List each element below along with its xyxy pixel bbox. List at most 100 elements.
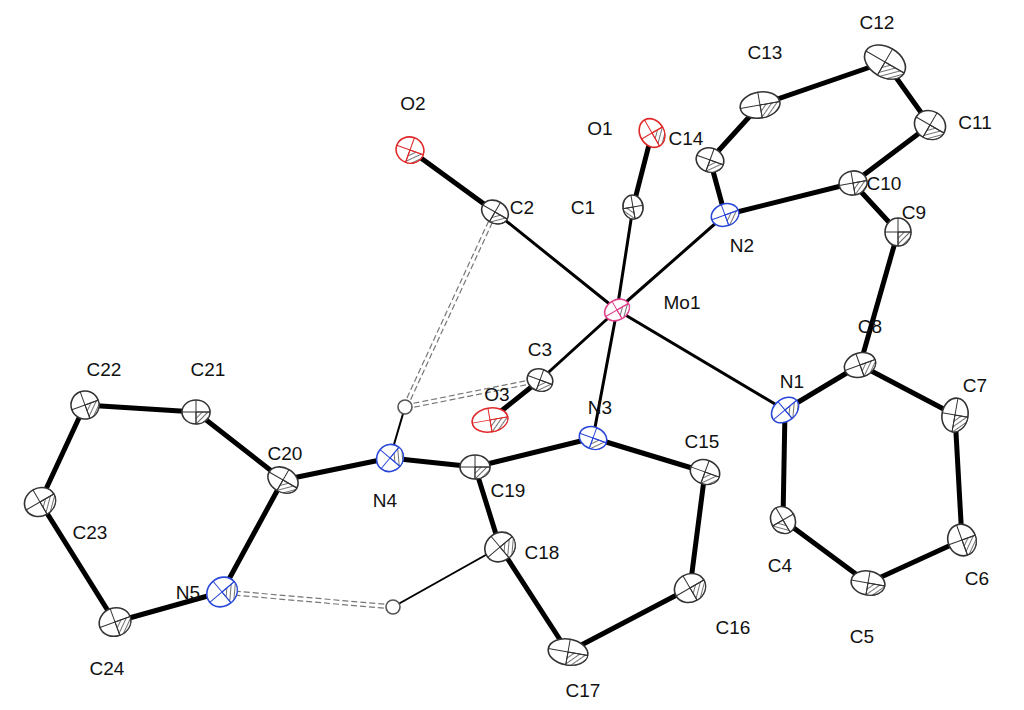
hydrogen-bond (222, 590, 393, 609)
atom-label: O1 (586, 119, 613, 138)
atom-label: O2 (399, 94, 426, 113)
atom-label: N5 (175, 583, 201, 602)
ellipsoid-axes (885, 218, 911, 246)
ellipsoid-outline (766, 502, 801, 538)
atom-label: C21 (190, 360, 227, 379)
atom-label: C3 (527, 340, 553, 359)
ellipsoid-octant (115, 617, 135, 636)
atom-ellipsoid (634, 114, 670, 152)
ellipsoid-axes (479, 526, 522, 568)
ellipsoid-outline (470, 405, 510, 435)
ellipsoid-octant (706, 160, 723, 176)
ellipsoid-axes (546, 636, 590, 669)
ellipsoid-axes (837, 169, 869, 197)
ellipsoid-outline (837, 169, 869, 197)
atom-label: N1 (779, 372, 805, 391)
atom-label: C2 (509, 198, 535, 217)
ellipsoid-axes (766, 392, 803, 428)
atom-label: Mo1 (663, 293, 702, 312)
atom-label: N4 (372, 491, 398, 510)
ellipsoid-outline (67, 387, 103, 423)
ellipsoid-axes (371, 439, 409, 477)
ellipsoid-octant (390, 447, 409, 466)
atom-ellipsoid (601, 295, 634, 325)
ellipsoid-axes (766, 502, 801, 538)
atom-ellipsoid (19, 482, 61, 522)
ellipsoid-axes (841, 348, 879, 381)
bond-line (617, 207, 633, 310)
ellipsoid-axes (849, 568, 887, 598)
ellipsoid-octant (85, 400, 103, 418)
ellipsoid-outline (524, 365, 556, 395)
ellipsoid-outline (634, 114, 670, 152)
atom-ellipsoid (885, 218, 911, 246)
ellipsoid-outline (858, 38, 911, 86)
atom-label: C18 (524, 543, 561, 562)
bond-line (40, 502, 115, 622)
ellipsoid-axes (621, 193, 645, 220)
ellipsoid-outline (479, 526, 522, 568)
ellipsoid-axes (19, 482, 61, 522)
atom-label: C16 (715, 618, 752, 637)
ellipsoid-octant (923, 125, 944, 145)
atom-ellipsoid (858, 38, 911, 86)
atom-ellipsoid (524, 365, 556, 395)
bond-line (690, 472, 705, 588)
atom-ellipsoid (470, 405, 510, 435)
atom-ellipsoid (477, 195, 512, 228)
atom-label: C10 (866, 174, 903, 193)
atom-ellipsoid (708, 200, 742, 230)
ellipsoid-octant (652, 127, 670, 146)
atom-ellipsoid (182, 400, 210, 424)
hbond-dash (222, 590, 393, 605)
bond-line (955, 415, 962, 540)
atom-label: C11 (957, 113, 992, 132)
ellipsoid-outline (371, 439, 409, 477)
bond-line (475, 438, 593, 467)
atom-ellipsoid (201, 571, 244, 613)
atom-ellipsoid (687, 456, 723, 489)
ellipsoid-outline (766, 392, 803, 428)
ellipsoid-octant (196, 412, 210, 424)
atom-label: C6 (964, 569, 990, 588)
ellipsoid-outline (460, 455, 490, 479)
ellipsoid-axes (738, 89, 782, 122)
atom-ellipsoid (263, 462, 303, 499)
ellipsoid-axes (392, 133, 427, 167)
ellipsoid-axes (263, 462, 303, 499)
atom-label: C17 (565, 681, 602, 700)
ellipsoid-octant (40, 494, 61, 514)
atom-ellipsoid (67, 387, 103, 423)
atom-label: C4 (767, 556, 793, 575)
ellipsoid-outline (669, 568, 711, 608)
ellipsoid-octant (690, 580, 711, 600)
hbond-dash (405, 378, 540, 405)
hbond-dash (222, 594, 393, 609)
atom-label: C19 (490, 481, 527, 500)
bond-line (783, 410, 785, 520)
bond-line (860, 365, 955, 415)
atom-label: C23 (72, 523, 109, 542)
ellipsoid-outline (95, 603, 135, 640)
bond-line (725, 183, 853, 215)
ellipsoid-axes (943, 520, 980, 560)
atom-ellipsoid (939, 396, 971, 434)
ellipsoid-axes (693, 144, 728, 176)
ellipsoid-octant (500, 537, 521, 558)
ellipsoid-outline (201, 571, 244, 613)
atom-ellipsoid (95, 603, 135, 640)
ellipsoid-octant (898, 232, 911, 246)
ellipsoid-outline (885, 218, 911, 246)
ellipsoid-octant (536, 380, 552, 395)
ellipsoid-axes (576, 423, 610, 453)
ellipsoid-axes (669, 568, 711, 608)
ellipsoid-outline (939, 396, 971, 434)
atom-ellipsoid (546, 636, 590, 669)
ellipsoid-outline (943, 520, 980, 560)
ellipsoid-outline (477, 195, 512, 228)
bond-line (593, 310, 617, 438)
ellipsoid-outline (546, 636, 590, 669)
ellipsoid-octant (773, 520, 790, 538)
hbond-dash (403, 211, 493, 406)
atom-ellipsoid (386, 600, 400, 614)
